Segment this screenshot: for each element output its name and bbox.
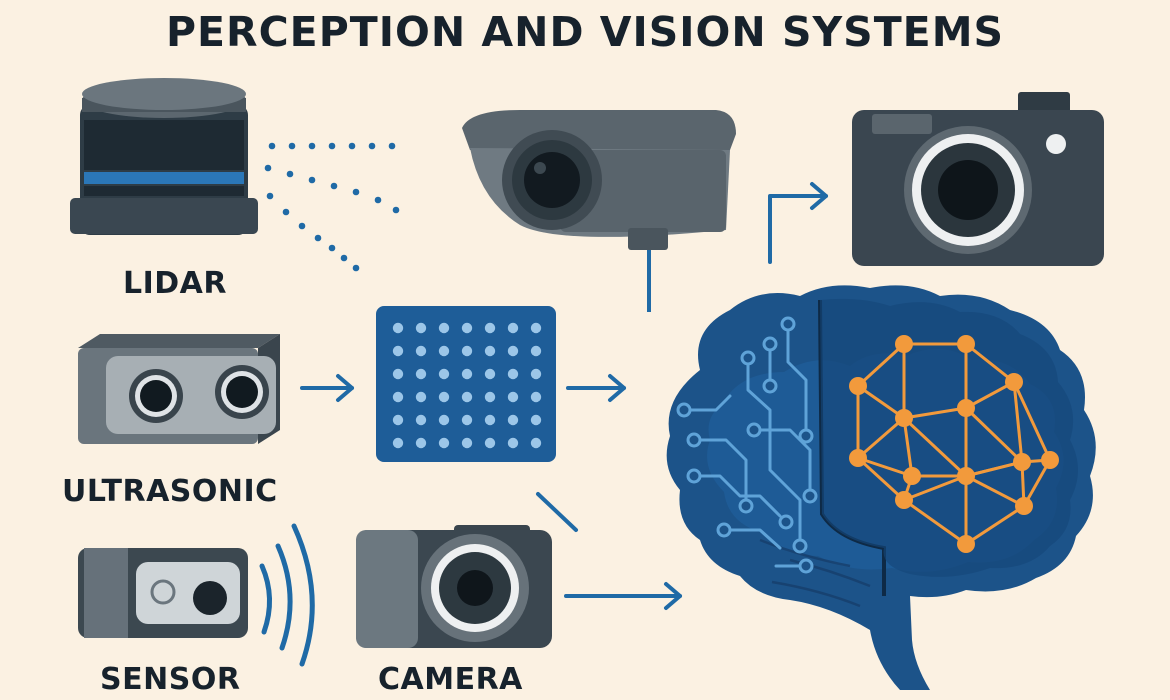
grid-dot (415, 368, 427, 380)
grid-dot (392, 368, 404, 380)
proximity-sensor-icon (78, 548, 248, 638)
lidar-icon (70, 78, 258, 235)
grid-dot (415, 391, 427, 403)
grid-dot (484, 345, 496, 357)
grid-dot (438, 322, 450, 334)
lidar-label: LIDAR (123, 266, 227, 301)
grid-dot (392, 437, 404, 449)
grid-dot (484, 437, 496, 449)
sensor-grid-icon (376, 306, 556, 462)
grid-dot (530, 414, 542, 426)
grid-dot (530, 391, 542, 403)
grid-dot (484, 414, 496, 426)
photo-camera-icon (852, 92, 1104, 266)
grid-dot (438, 414, 450, 426)
grid-dot (438, 368, 450, 380)
camera-label: CAMERA (378, 662, 523, 697)
grid-dot (392, 322, 404, 334)
signal-waves (259, 523, 315, 667)
grid-dot (484, 322, 496, 334)
diagram-title: PERCEPTION AND VISION SYSTEMS (165, 8, 1005, 56)
grid-dot (530, 368, 542, 380)
circuit-traces (688, 328, 812, 568)
grid-dot (507, 391, 519, 403)
grid-dot (392, 414, 404, 426)
grid-dot (507, 345, 519, 357)
circuit-nodes (676, 316, 818, 574)
ultrasonic-sensor-icon (78, 334, 280, 444)
grid-dot (415, 322, 427, 334)
grid-dot (461, 414, 473, 426)
grid-dot (415, 414, 427, 426)
lidar-beam-dots (264, 142, 400, 272)
security-camera-icon (462, 110, 736, 312)
grid-dot (461, 391, 473, 403)
grid-dot (461, 368, 473, 380)
grid-dot (507, 437, 519, 449)
grid-dot (507, 414, 519, 426)
grid-dot (530, 345, 542, 357)
camera-icon (356, 525, 552, 648)
grid-dot (507, 368, 519, 380)
flow-arrows (300, 182, 828, 610)
sensor-label: SENSOR (100, 662, 241, 697)
grid-dot (484, 368, 496, 380)
grid-dot (415, 345, 427, 357)
grid-dot (438, 437, 450, 449)
grid-dot (392, 345, 404, 357)
grid-dot (461, 322, 473, 334)
grid-dot (530, 437, 542, 449)
grid-dot (392, 391, 404, 403)
grid-dot (415, 437, 427, 449)
grid-dot (507, 322, 519, 334)
grid-dot (484, 391, 496, 403)
grid-dot (461, 437, 473, 449)
neural-network-icon (849, 335, 1059, 553)
grid-dot (461, 345, 473, 357)
grid-dot (530, 322, 542, 334)
grid-dot (438, 391, 450, 403)
grid-dot (438, 345, 450, 357)
ultrasonic-label: ULTRASONIC (62, 474, 278, 509)
